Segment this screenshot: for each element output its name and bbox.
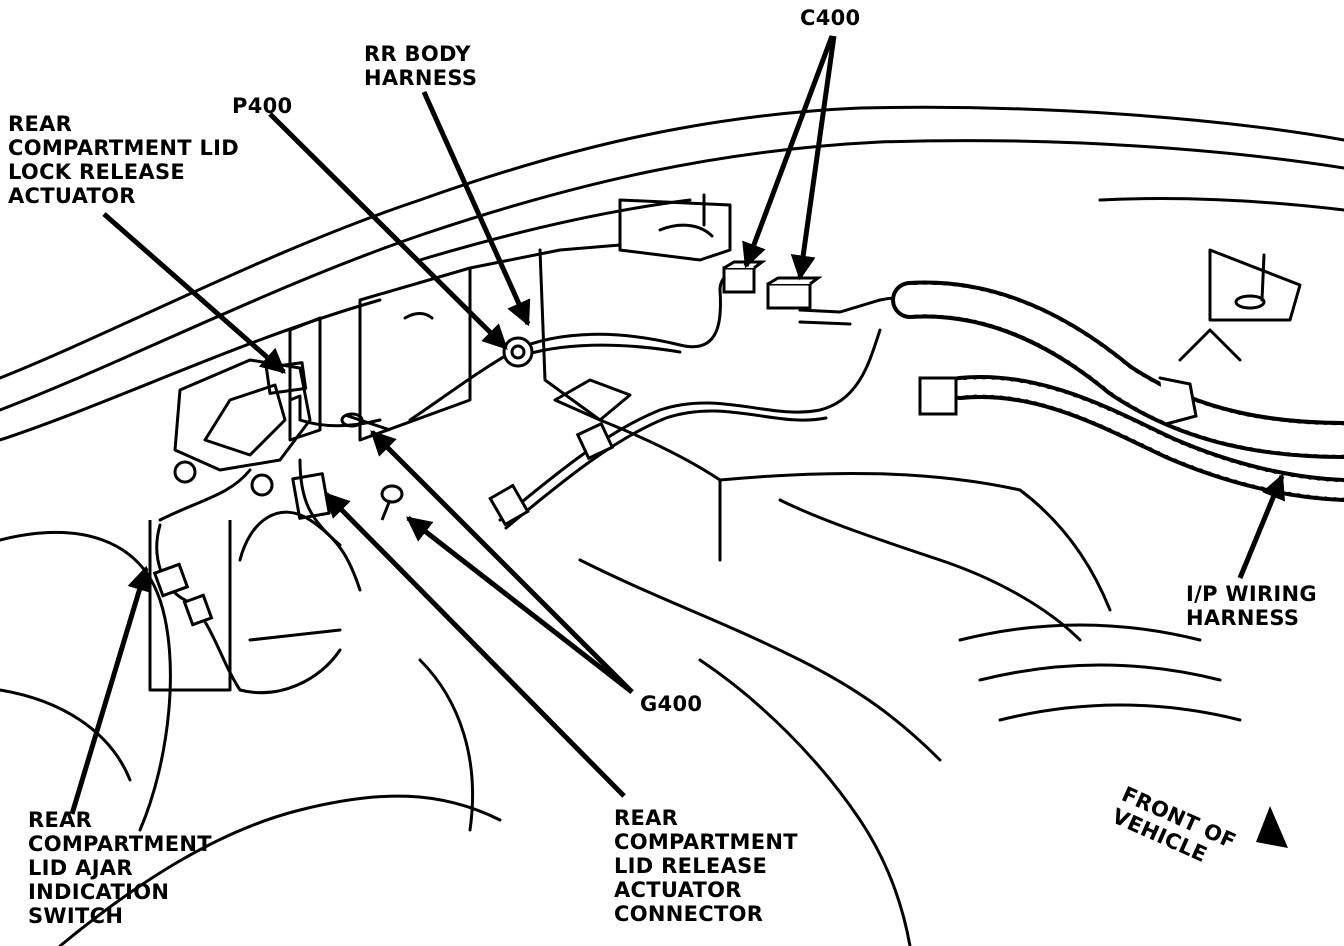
vehicle-body-outline xyxy=(0,105,1344,946)
label-c400: C400 xyxy=(800,6,861,30)
label-g400: G400 xyxy=(640,692,703,716)
front-direction-arrow xyxy=(1256,806,1288,848)
arrow-rr-body-harness xyxy=(421,90,531,327)
label-rr-body-harness: RR BODY HARNESS xyxy=(364,42,478,90)
label-release-actuator-connector: REAR COMPARTMENT LID RELEASE ACTUATOR CO… xyxy=(614,806,798,926)
arrow-p400 xyxy=(268,112,508,350)
arrow-ip-wiring-harness xyxy=(1237,473,1285,579)
arrow-g400-lower xyxy=(406,516,634,694)
lock-release-actuator-drawing xyxy=(148,316,331,692)
label-p400: P400 xyxy=(232,94,293,118)
arrow-g400-upper xyxy=(370,430,634,694)
arrow-c400-right xyxy=(790,35,837,281)
arrow-lock-release-actuator xyxy=(102,212,286,374)
g400-ground-drawing xyxy=(340,412,404,521)
label-lock-release-actuator: REAR COMPARTMENT LID LOCK RELEASE ACTUAT… xyxy=(8,112,240,208)
c400-connectors-drawing xyxy=(152,260,823,627)
label-ip-wiring-harness: I/P WIRING HARNESS xyxy=(1186,582,1317,630)
leader-arrows xyxy=(69,35,1285,815)
arrow-lid-ajar-switch xyxy=(69,565,152,815)
arrow-release-actuator-connector xyxy=(324,492,626,798)
ip-wiring-harness-drawing xyxy=(891,280,1344,502)
arrow-c400-left xyxy=(742,35,835,269)
label-lid-ajar-switch: REAR COMPARTMENT LID AJAR INDICATION SWI… xyxy=(28,808,212,928)
